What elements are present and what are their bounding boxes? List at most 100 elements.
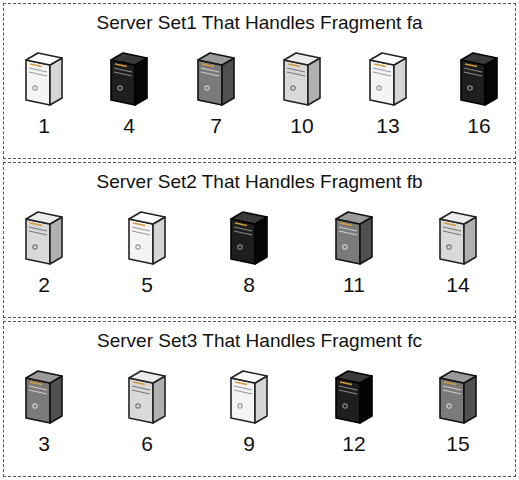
server-icon <box>22 50 66 108</box>
server-number: 14 <box>430 273 486 297</box>
power-button <box>238 404 242 408</box>
power-button <box>343 245 347 249</box>
server-face <box>370 53 406 65</box>
server-number: 11 <box>326 273 382 297</box>
status-strip <box>30 382 42 385</box>
server-face <box>336 212 372 224</box>
server-number: 6 <box>119 432 175 456</box>
drive-slot <box>464 68 482 76</box>
server-icon <box>22 209 66 267</box>
status-strip <box>235 382 247 385</box>
power-button <box>33 245 37 249</box>
server-face <box>360 376 372 423</box>
server-face <box>336 378 360 423</box>
server-face <box>26 53 62 65</box>
status-strip <box>30 64 42 67</box>
status-strip <box>30 223 42 226</box>
server-set-panel: Server Set1 That Handles Fragment fa1471… <box>3 3 516 159</box>
server-face <box>26 212 62 224</box>
status-strip <box>202 64 214 67</box>
server-node: 10 <box>274 50 330 150</box>
server-icon <box>332 209 376 267</box>
power-button <box>33 86 37 90</box>
server-face <box>336 371 372 383</box>
power-button <box>33 404 37 408</box>
server-face <box>255 376 267 423</box>
server-face <box>26 371 62 383</box>
server-face <box>198 60 222 105</box>
power-button <box>468 86 472 90</box>
server-number: 12 <box>326 432 382 456</box>
server-face <box>50 376 62 423</box>
server-icon <box>436 368 480 426</box>
power-button <box>118 86 122 90</box>
status-strip <box>340 382 352 385</box>
power-button <box>447 404 451 408</box>
server-node: 9 <box>221 368 277 468</box>
drive-slot <box>29 386 47 394</box>
server-face <box>153 376 165 423</box>
server-node: 13 <box>360 50 416 150</box>
drive-slot <box>373 68 391 76</box>
server-icon <box>125 209 169 267</box>
server-face <box>231 371 267 383</box>
status-strip <box>465 64 477 67</box>
server-face <box>129 219 153 264</box>
server-face <box>336 219 360 264</box>
drive-slot <box>339 227 357 235</box>
status-strip <box>444 223 456 226</box>
server-face <box>26 219 50 264</box>
panel-title: Server Set2 That Handles Fragment fb <box>4 171 515 193</box>
server-face <box>461 53 497 65</box>
server-face <box>50 217 62 264</box>
server-node: 12 <box>326 368 382 468</box>
server-node: 1 <box>16 50 72 150</box>
server-face <box>26 60 50 105</box>
server-face <box>308 58 320 105</box>
panel-title: Server Set3 That Handles Fragment fc <box>4 330 515 352</box>
server-number: 8 <box>221 273 277 297</box>
status-strip <box>235 223 247 226</box>
status-strip <box>444 382 456 385</box>
server-icon <box>125 368 169 426</box>
server-node: 11 <box>326 209 382 309</box>
panel-title: Server Set1 That Handles Fragment fa <box>4 12 515 34</box>
drive-slot <box>114 68 132 76</box>
server-number: 2 <box>16 273 72 297</box>
server-face <box>135 58 147 105</box>
server-face <box>284 53 320 65</box>
server-number: 4 <box>101 114 157 138</box>
power-button <box>136 404 140 408</box>
drive-slot <box>287 68 305 76</box>
server-icon <box>227 209 271 267</box>
server-face <box>222 58 234 105</box>
server-icon <box>332 368 376 426</box>
server-face <box>111 60 135 105</box>
server-node: 16 <box>451 50 507 150</box>
server-node: 2 <box>16 209 72 309</box>
server-node: 4 <box>101 50 157 150</box>
drive-slot <box>443 386 461 394</box>
power-button <box>343 404 347 408</box>
power-button <box>205 86 209 90</box>
status-strip <box>374 64 386 67</box>
drive-slot <box>132 227 150 235</box>
drive-slot <box>234 227 252 235</box>
power-button <box>238 245 242 249</box>
drive-slot <box>339 386 357 394</box>
drive-slot <box>201 68 219 76</box>
server-number: 5 <box>119 273 175 297</box>
drive-slot <box>234 386 252 394</box>
server-face <box>284 60 308 105</box>
server-face <box>440 371 476 383</box>
server-icon <box>22 368 66 426</box>
server-node: 6 <box>119 368 175 468</box>
server-face <box>464 376 476 423</box>
server-face <box>440 212 476 224</box>
server-face <box>440 219 464 264</box>
server-face <box>360 217 372 264</box>
server-face <box>153 217 165 264</box>
server-node: 14 <box>430 209 486 309</box>
power-button <box>447 245 451 249</box>
drive-slot <box>29 68 47 76</box>
